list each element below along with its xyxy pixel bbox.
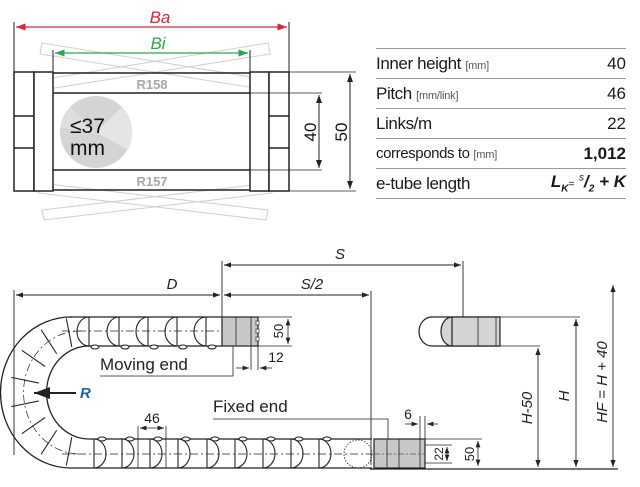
chain-link: [181, 436, 191, 442]
chain-link: [106, 316, 120, 347]
spec-row-links-per-m: Links/m 22: [376, 109, 626, 139]
spec-label: Pitch [mm/link]: [376, 83, 459, 103]
chain-link: [238, 436, 248, 442]
chain-link: [40, 429, 58, 455]
spec-row-etube-length: e-tube length LK= s/2 + K: [376, 169, 626, 199]
moving-end-bracket: [221, 316, 260, 347]
side-wall-right: [249, 71, 290, 192]
side-wall-left: [13, 71, 54, 192]
max-cable-value: ≤37: [70, 115, 105, 138]
spec-label: e-tube length: [376, 173, 471, 193]
chain-link: [164, 316, 178, 347]
chain-link: [149, 344, 159, 350]
chain-link: [266, 436, 276, 442]
spec-table: Inner height [mm] 40 Pitch [mm/link] 46 …: [376, 48, 626, 199]
inner-width-label: Bi: [150, 34, 166, 53]
chain-link: [21, 417, 46, 435]
chain-link: [40, 329, 58, 355]
max-cable-unit: mm: [70, 137, 105, 160]
travel-label: S: [335, 246, 345, 263]
chain-link: [90, 344, 100, 350]
outer-height-value: 50: [332, 123, 351, 142]
chain-link: [234, 438, 248, 469]
half-travel-label: S/2: [301, 276, 324, 293]
spec-value: 46: [607, 83, 626, 103]
chain-link: [93, 438, 107, 469]
side-view: S D S/2: [0, 246, 618, 470]
chain-link: [294, 436, 304, 442]
spec-row-pitch: Pitch [mm/link] 46: [376, 79, 626, 109]
radius-label: R: [80, 385, 91, 402]
chain-link: [65, 437, 73, 466]
spec-value: 40: [607, 53, 626, 73]
chain-lower-run: [62, 438, 372, 469]
crossbars: [53, 72, 250, 191]
chain-link: [206, 438, 220, 469]
chain-link: [125, 436, 135, 442]
hf-label: HF = H + 40: [594, 341, 611, 423]
chain-link: [193, 316, 207, 347]
fixed-end-bracket: [373, 438, 426, 469]
pitch-label: 46: [144, 410, 160, 426]
chain-link: [65, 318, 73, 347]
chain-link: [178, 344, 188, 350]
h-minus-label: H-50: [519, 391, 536, 424]
moving-end-label: Moving end: [100, 355, 188, 374]
chain-link: [210, 436, 220, 442]
inner-height-value: 40: [301, 123, 320, 142]
hidden-link: [343, 439, 373, 469]
chain-link: [177, 438, 191, 469]
depth-label: D: [167, 276, 178, 293]
chain-link: [121, 438, 135, 469]
chain-link: [149, 438, 163, 469]
chain-link: [120, 344, 130, 350]
outer-width-label: Ba: [150, 8, 171, 27]
fixed-bracket-offset: 6: [404, 406, 412, 422]
chain-link: [97, 436, 107, 442]
chain-link: [11, 376, 39, 384]
chain-link: [153, 436, 163, 442]
chain-link: [11, 400, 39, 408]
cross-section: Ba Bi R158 R157: [13, 8, 356, 221]
chain-links: [11, 316, 332, 469]
moving-end-upper: [418, 316, 501, 347]
fixed-end-label: Fixed end: [213, 397, 288, 416]
chain-link: [290, 438, 304, 469]
spec-value: 1,012: [583, 143, 626, 163]
h-label: H: [556, 390, 573, 401]
chain-link: [76, 316, 90, 347]
chain-link: [207, 344, 217, 350]
spec-label: corresponds to [mm]: [376, 145, 498, 162]
spec-value: 22: [607, 113, 626, 133]
top-radius-label: R158: [136, 77, 167, 92]
fixed-bracket-inner: 22: [432, 447, 446, 461]
spec-label: Inner height [mm]: [376, 53, 489, 73]
chain-link: [318, 438, 332, 469]
chain-link: [21, 349, 46, 367]
spec-row-inner-height: Inner height [mm] 40: [376, 48, 626, 79]
fixed-bracket-height: 50: [462, 447, 477, 461]
moving-bracket-offset: 12: [268, 349, 284, 365]
moving-bracket-height: 50: [271, 324, 286, 338]
spec-row-corresponds-to: corresponds to [mm] 1,012: [376, 139, 626, 169]
chain-link: [322, 436, 332, 442]
spec-label: Links/m: [376, 113, 432, 133]
chain-link: [262, 438, 276, 469]
etube-length-formula: LK= s/2 + K: [550, 172, 626, 195]
chain-link: [135, 316, 149, 347]
bottom-radius-label: R157: [136, 174, 167, 189]
